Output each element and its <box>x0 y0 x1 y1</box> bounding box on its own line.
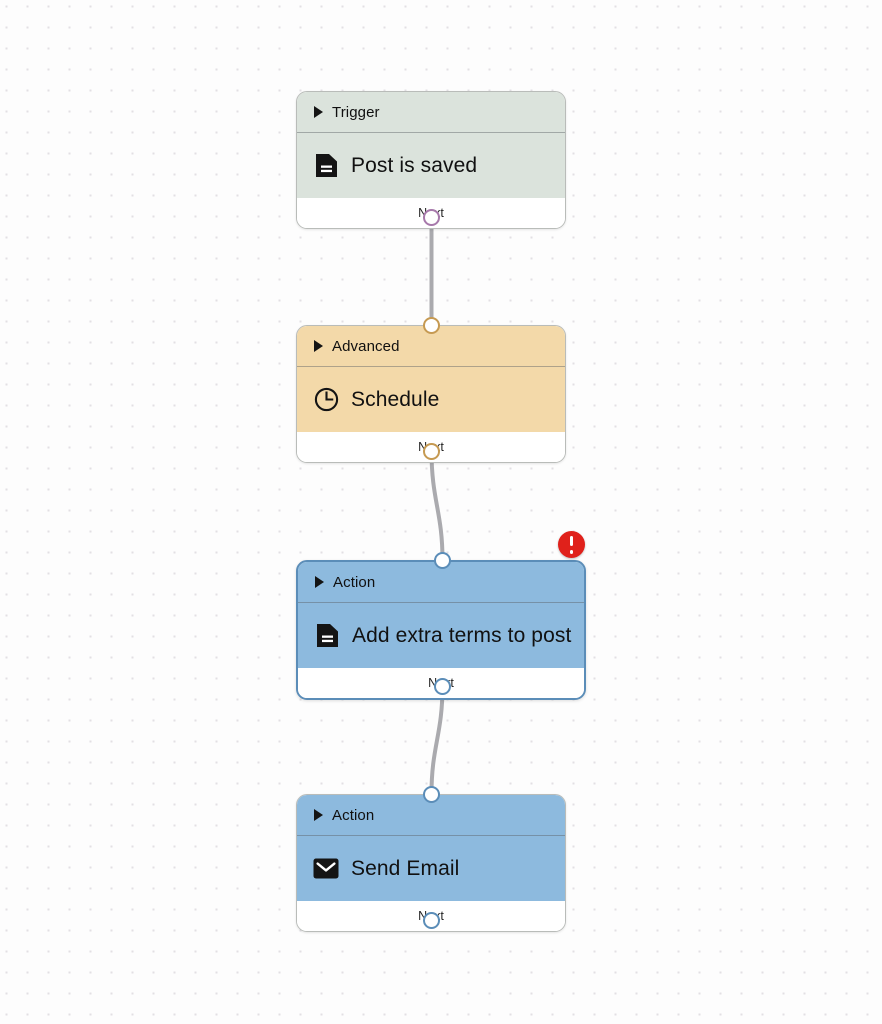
disclosure-triangle-icon[interactable] <box>314 340 323 352</box>
node-kind-label: Action <box>332 806 375 824</box>
node-header[interactable]: Advanced <box>297 326 565 367</box>
exclamation-dot-icon <box>569 549 574 554</box>
edge-action-1-to-action-2 <box>429 684 445 796</box>
node-kind-label: Action <box>333 573 376 591</box>
node-body[interactable]: Add extra terms to post <box>298 603 584 668</box>
node-title: Add extra terms to post <box>352 623 572 647</box>
node-title: Schedule <box>351 387 440 411</box>
document-icon <box>313 153 339 179</box>
disclosure-triangle-icon[interactable] <box>314 809 323 821</box>
node-kind-label: Advanced <box>332 337 400 355</box>
edge-advanced-to-action-1 <box>429 449 445 562</box>
disclosure-triangle-icon[interactable] <box>315 576 324 588</box>
port-action-2-out[interactable] <box>423 912 440 929</box>
port-action-1-out[interactable] <box>434 678 451 695</box>
document-icon <box>314 623 340 649</box>
clock-icon <box>314 387 338 412</box>
exclamation-icon <box>569 536 574 546</box>
workflow-node-advanced-schedule[interactable]: AdvancedScheduleNext <box>296 325 566 463</box>
disclosure-triangle-icon[interactable] <box>314 106 323 118</box>
document-icon <box>315 154 337 177</box>
envelope-icon <box>313 856 339 882</box>
port-advanced-out[interactable] <box>423 443 440 460</box>
node-title: Send Email <box>351 856 460 880</box>
node-header[interactable]: Trigger <box>297 92 565 133</box>
node-body[interactable]: Send Email <box>297 836 565 901</box>
node-title: Post is saved <box>351 153 478 177</box>
document-icon <box>316 624 338 647</box>
port-advanced-in[interactable] <box>423 317 440 334</box>
clock-icon <box>313 387 339 413</box>
error-badge[interactable] <box>558 531 585 558</box>
envelope-icon <box>313 858 339 879</box>
node-body[interactable]: Post is saved <box>297 133 565 198</box>
node-kind-label: Trigger <box>332 103 380 121</box>
port-trigger-out[interactable] <box>423 209 440 226</box>
node-body[interactable]: Schedule <box>297 367 565 432</box>
port-action-2-in[interactable] <box>423 786 440 803</box>
port-action-1-in[interactable] <box>434 552 451 569</box>
